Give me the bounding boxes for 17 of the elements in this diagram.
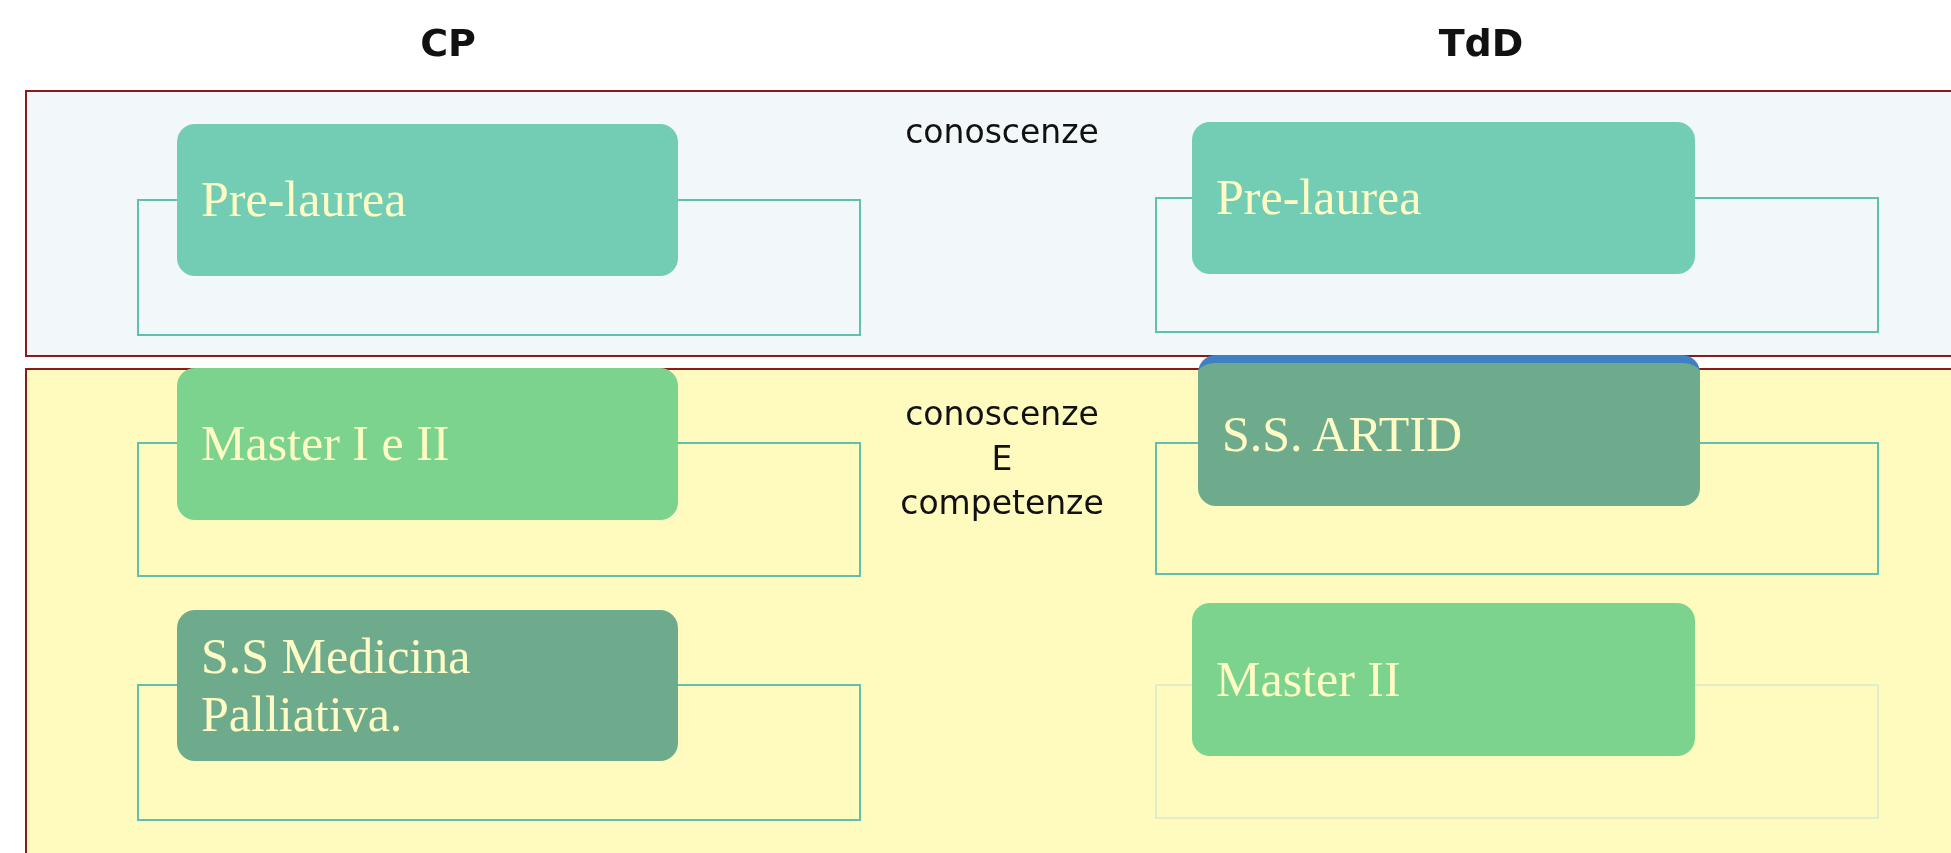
box-label: S.S. ARTID bbox=[1222, 405, 1464, 464]
center-label: conoscenze bbox=[904, 111, 1100, 153]
box-label: Master I e II bbox=[201, 415, 451, 473]
program-box bbox=[177, 124, 678, 276]
box-label: Pre-laurea bbox=[201, 171, 408, 229]
box-label: Pre-laurea bbox=[1216, 169, 1423, 227]
center-label: conoscenze E competenze bbox=[899, 393, 1105, 525]
background-band bbox=[25, 90, 1951, 357]
program-box bbox=[1198, 355, 1700, 506]
box-label: Master II bbox=[1216, 650, 1402, 709]
program-box bbox=[1192, 603, 1695, 756]
column-heading: CP bbox=[419, 20, 477, 67]
program-box bbox=[1192, 122, 1695, 274]
program-box bbox=[177, 610, 678, 761]
box-label: S.S Medicina Palliativa. bbox=[201, 628, 472, 743]
column-heading: TdD bbox=[1437, 20, 1525, 67]
program-box bbox=[177, 368, 678, 520]
